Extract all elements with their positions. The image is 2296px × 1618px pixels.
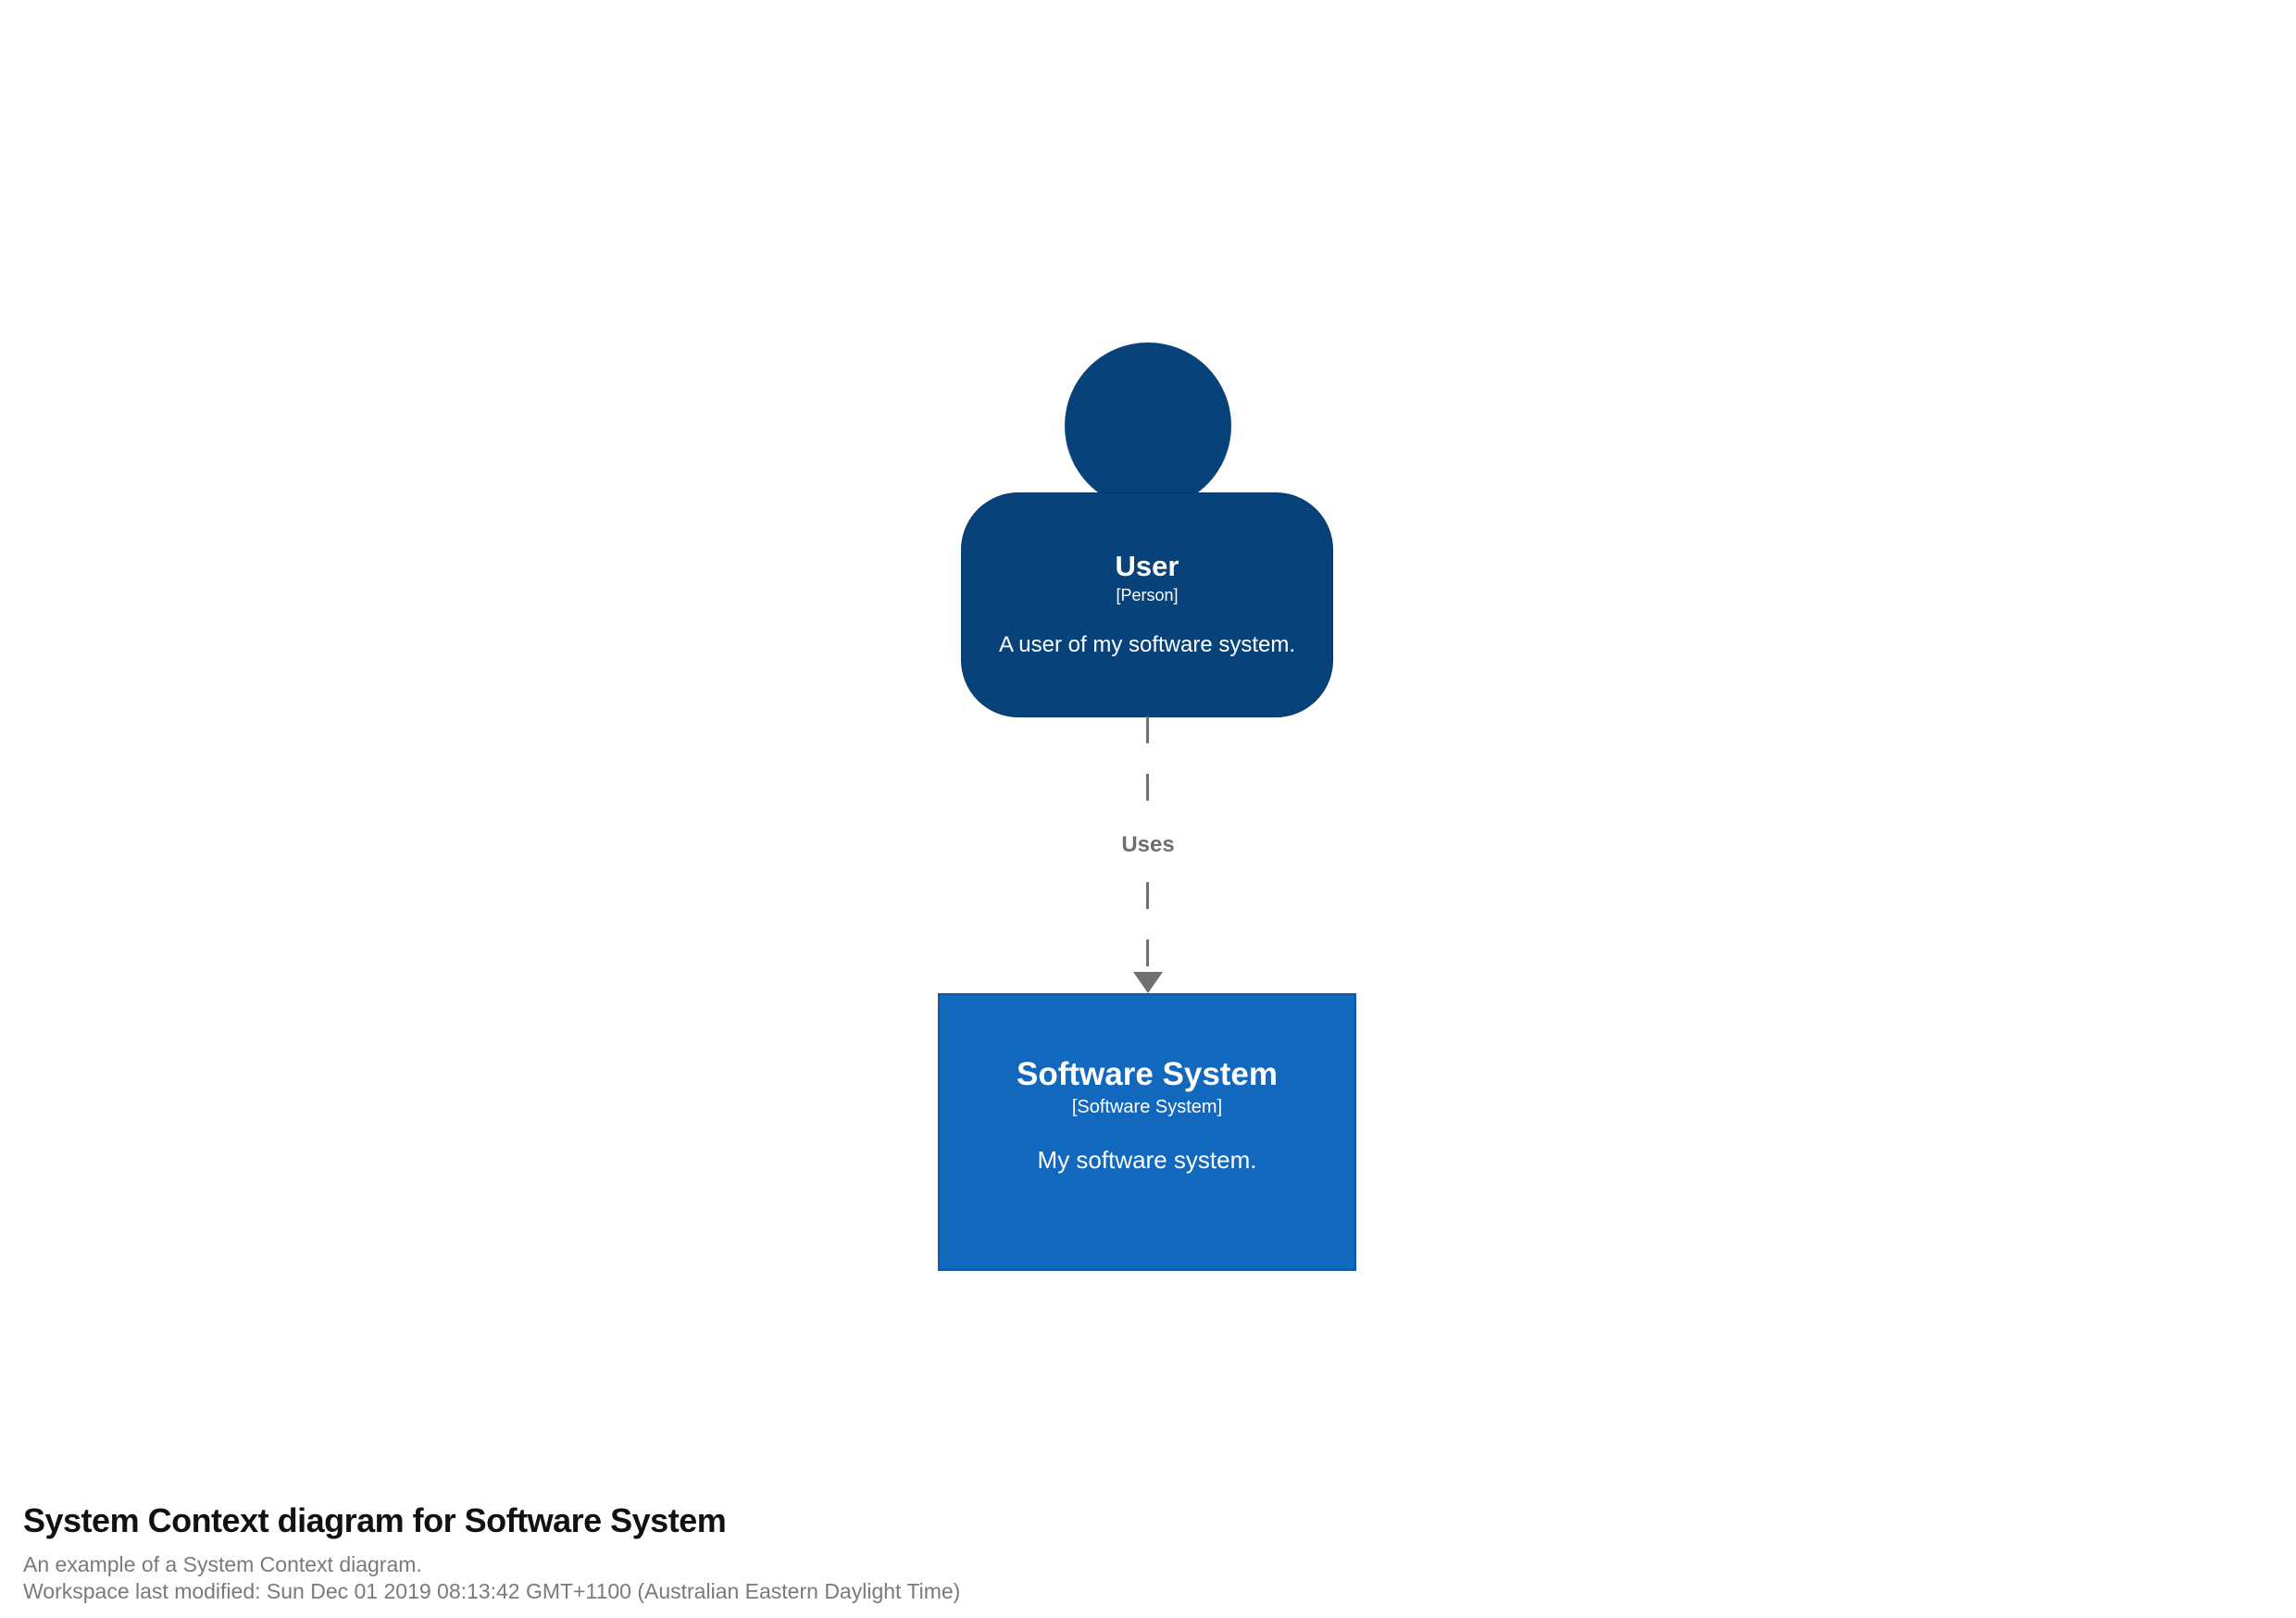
arrowhead-icon — [1133, 972, 1163, 993]
person-meta-tag: [Person] — [1116, 586, 1179, 605]
relationship-line-dash — [1146, 940, 1149, 966]
software-system-meta-tag: [Software System] — [1071, 1097, 1223, 1118]
diagram-subtitle: An example of a System Context diagram. — [23, 1552, 422, 1576]
software-system-name: Software System — [1016, 1055, 1279, 1092]
person-body: User [Person] A user of my software syst… — [961, 492, 1333, 717]
diagram-title: System Context diagram for Software Syst… — [23, 1501, 727, 1539]
relationship-line-dash — [1146, 716, 1149, 743]
software-system-description: My software system. — [1037, 1146, 1257, 1175]
workspace-last-modified: Workspace last modified: Sun Dec 01 2019… — [23, 1578, 961, 1603]
relationship-line-dash — [1146, 774, 1149, 801]
element-person-user[interactable]: User [Person] A user of my software syst… — [961, 342, 1335, 718]
person-name: User — [1115, 550, 1179, 583]
relationship-line-dash — [1146, 882, 1149, 909]
relationship-label[interactable]: Uses — [1121, 832, 1175, 857]
person-head-icon — [1065, 342, 1231, 509]
person-description: A user of my software system. — [998, 632, 1296, 658]
diagram-footer: System Context diagram for Software Syst… — [23, 1501, 960, 1605]
element-software-system[interactable]: Software System [Software System] My sof… — [938, 993, 1356, 1271]
